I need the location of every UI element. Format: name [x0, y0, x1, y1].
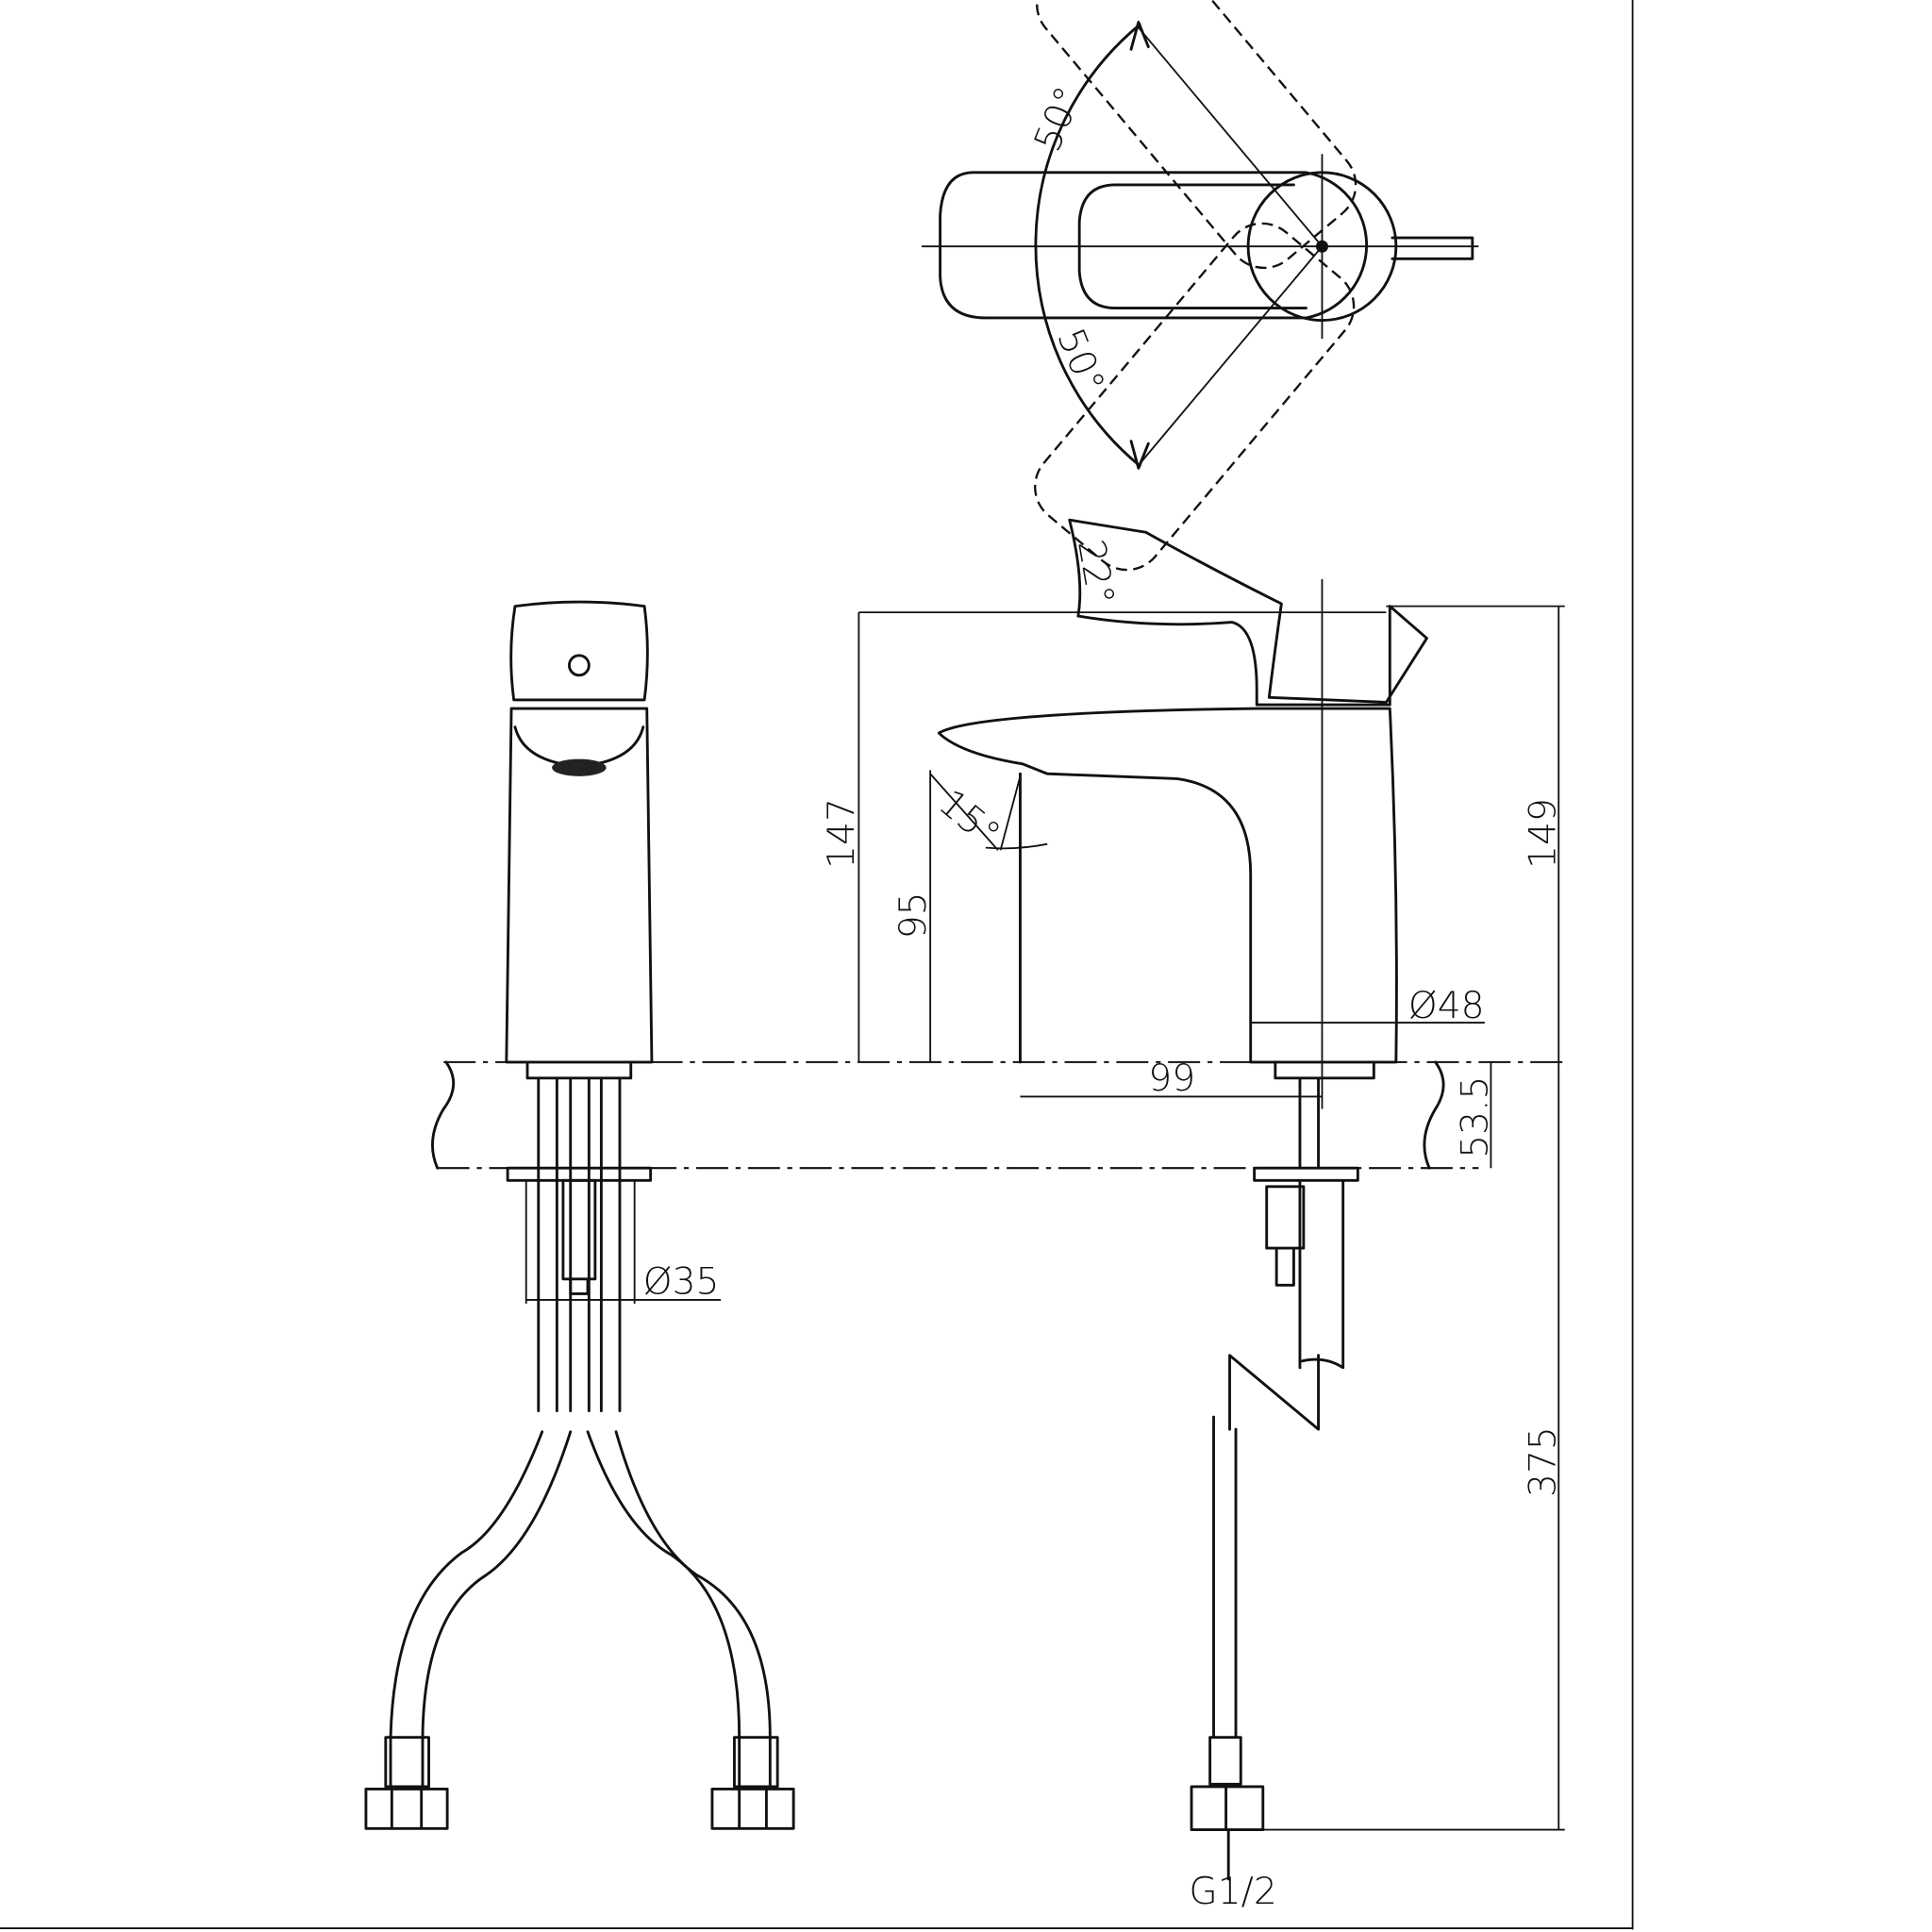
side-rod [1265, 1185, 1306, 1287]
lever-handle [1068, 518, 1428, 707]
length-break [1212, 1354, 1320, 1740]
arc-arrows [1129, 21, 1150, 470]
spout-body [937, 707, 1398, 1064]
threaded-rod [561, 1178, 597, 1295]
angle-22: 22° [1069, 537, 1122, 608]
hose-left [389, 1430, 573, 1789]
hose-nut-right [710, 1736, 795, 1830]
dim-149: 149 [1522, 798, 1564, 869]
dim-147: 147 [821, 798, 863, 869]
top-view: 50° 50° [921, 0, 1479, 572]
dim-99: 99 [1148, 1058, 1195, 1100]
break-line-right [1423, 1060, 1445, 1170]
dim-diameter-48: Ø48 [1408, 985, 1485, 1027]
stem [1391, 236, 1474, 260]
aerator [552, 758, 607, 776]
dim-53-5: 53.5 [1454, 1076, 1496, 1158]
dim-95: 95 [892, 891, 935, 939]
spout-angle-lines [929, 773, 1048, 851]
handle-front [509, 600, 649, 702]
side-view: 147 95 149 375 53.5 Ø48 99 15° 22° G1/2 [821, 518, 1565, 1913]
body-circle [1246, 171, 1398, 323]
side-mount [1253, 1060, 1375, 1182]
handle-rotated-left [1034, 222, 1356, 572]
handle-outline [939, 171, 1369, 320]
thread-label: G1/2 [1189, 1871, 1276, 1913]
side-tube [1298, 1178, 1345, 1370]
hose-tubes [537, 1076, 622, 1412]
indicator-dot [567, 654, 591, 677]
front-view: Ø35 [364, 600, 795, 1830]
hose-right [586, 1430, 772, 1789]
angle-label-lower: 50° [1048, 323, 1112, 399]
break-line-left [431, 1060, 456, 1170]
hose-nut-left [364, 1736, 449, 1830]
handle-inner [1077, 183, 1307, 309]
mounting-plates [506, 1060, 653, 1182]
angle-15: 15° [930, 782, 1008, 857]
dim-375: 375 [1522, 1426, 1564, 1497]
handle-rotated-right [1036, 0, 1357, 270]
shank-diameter-label: Ø35 [643, 1260, 720, 1303]
side-nut [1190, 1736, 1265, 1881]
